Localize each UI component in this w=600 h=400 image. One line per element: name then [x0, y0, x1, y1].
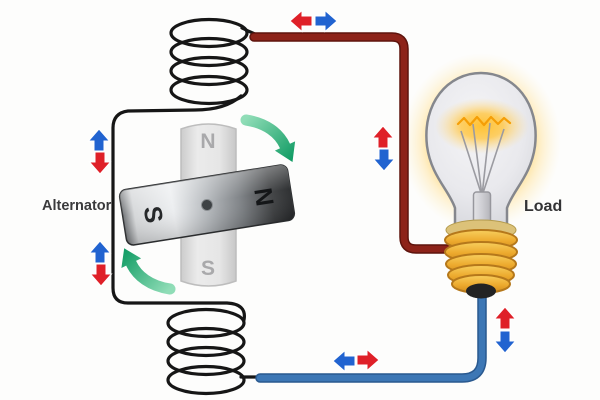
rotor-magnet: S N [118, 164, 296, 246]
light-bulb [425, 71, 537, 299]
current-arrow-red-left [289, 9, 313, 33]
current-arrow-blue-left [332, 349, 356, 373]
current-arrow-red-up [371, 125, 395, 149]
rotation-arrow-bottom [121, 248, 176, 295]
hot-wire [249, 32, 460, 254]
current-arrow-blue-down [372, 148, 396, 172]
load-label: Load [524, 198, 562, 215]
rotor-north-label: N [248, 186, 278, 208]
base-contact-cap [466, 283, 496, 299]
current-arrow-red-right [356, 348, 380, 372]
current-arrow-red-up [493, 306, 517, 330]
current-arrows [87, 9, 517, 373]
rotation-arrows [121, 114, 296, 295]
current-arrow-red-down [89, 263, 113, 287]
rotor-south-label: S [138, 204, 168, 225]
filament-coil [456, 115, 512, 127]
screw-base [444, 229, 518, 294]
current-arrow-blue-right [314, 9, 338, 33]
stator-north-label: N [200, 130, 215, 153]
current-arrow-blue-up [87, 128, 111, 152]
alternator-label: Alternator [42, 198, 112, 214]
rotation-arrow-top [240, 114, 296, 162]
rotor-axle-dot [201, 199, 213, 211]
filament-support-wires [460, 122, 505, 197]
current-arrow-blue-down [493, 330, 517, 354]
filament-glow [435, 98, 529, 154]
stator-south-label: S [201, 257, 215, 280]
top-coil-to-left-wire [111, 94, 246, 322]
return-wire [255, 285, 487, 383]
current-arrow-red-down [88, 151, 112, 175]
bottom-coil [166, 307, 268, 396]
current-arrow-blue-up [88, 240, 112, 264]
